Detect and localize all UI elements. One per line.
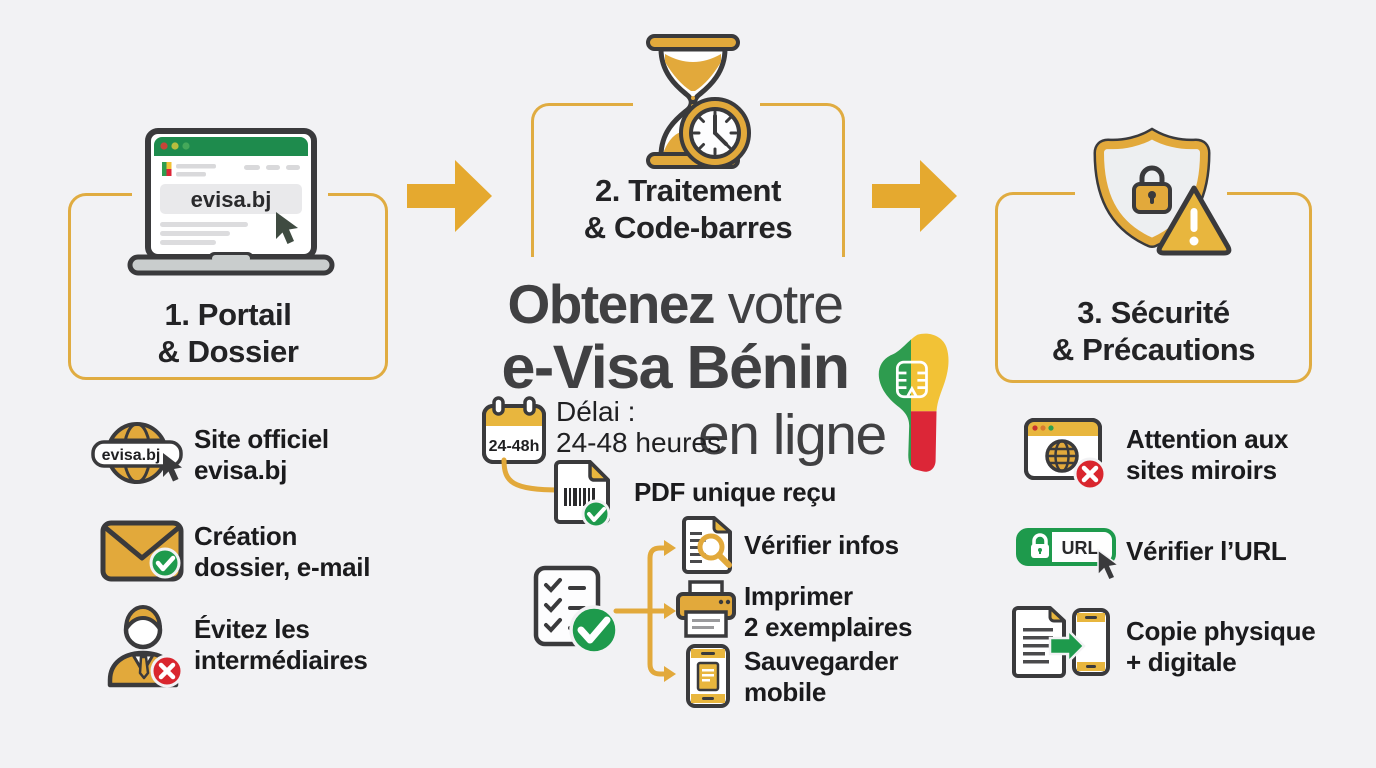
miroirs-line2: sites miroirs	[1126, 455, 1277, 485]
laptop-url-text: evisa.bj	[191, 187, 272, 212]
connector-line	[501, 457, 563, 493]
copy-doc-phone-icon	[1012, 606, 1110, 678]
step2-line1: 2. Traitement	[594, 173, 782, 208]
hourglass-clock-icon	[646, 34, 751, 169]
delay-line2: 24-48 heures	[556, 427, 722, 458]
step2-line2: & Code-barres	[583, 210, 793, 245]
pdf-item-text: PDF unique reçu	[634, 477, 837, 507]
delay-text: Délai : 24-48 heures	[556, 396, 721, 458]
url-label-text: URL	[1062, 538, 1099, 558]
mirror-site-icon	[1024, 418, 1107, 491]
print-line2: 2 exemplaires	[744, 612, 913, 642]
step3-line2: & Précautions	[1051, 332, 1256, 367]
step1-label: 1. Portail & Dossier	[68, 296, 388, 370]
miroirs-line1: Attention aux	[1126, 424, 1289, 454]
globe-evisa-icon: evisa.bj	[91, 422, 183, 484]
print-line1: Imprimer	[744, 581, 853, 611]
person-no-icon	[107, 605, 184, 688]
arrow-right-icon	[407, 160, 492, 232]
globe-pill-text: evisa.bj	[102, 447, 161, 464]
print-item-text: Imprimer 2 exemplaires	[744, 581, 912, 643]
evitez-line2: intermédiaires	[194, 645, 368, 675]
copie-line2: + digitale	[1126, 647, 1237, 677]
magnifier-icon	[697, 533, 725, 561]
save-item-text: Sauvegarder mobile	[744, 646, 899, 708]
calendar-badge-text: 24-48h	[489, 438, 540, 455]
site-line1: Site officiel	[194, 424, 329, 454]
creation-line1: Création	[194, 521, 298, 551]
step2-label: 2. Traitement & Code-barres	[531, 172, 845, 246]
evitez-text: Évitez les intermédiaires	[194, 614, 368, 676]
save-line1: Sauvegarder	[744, 646, 899, 676]
step1-line1: 1. Portail	[164, 297, 292, 332]
checklist-icon	[533, 565, 619, 655]
title-votre: votre	[713, 273, 844, 335]
miroirs-text: Attention aux sites miroirs	[1126, 424, 1289, 486]
check-badge-icon	[149, 547, 181, 579]
cursor-icon	[1097, 548, 1121, 581]
cursor-icon	[276, 212, 298, 244]
benin-map-chip-icon	[878, 333, 949, 472]
cursor-icon	[163, 453, 182, 482]
title-obtenez: Obtenez	[507, 273, 715, 335]
copie-text: Copie physique + digitale	[1126, 616, 1316, 678]
mobile-phone-icon	[686, 644, 730, 708]
site-officiel-text: Site officiel evisa.bj	[194, 424, 329, 486]
step3-line1: 3. Sécurité	[1077, 295, 1230, 330]
arrow-right-icon	[872, 160, 957, 232]
url-bar-icon: URL	[1016, 528, 1121, 581]
verify-item-text: Vérifier infos	[744, 530, 899, 560]
printer-icon	[676, 580, 736, 638]
shield-lock-warning-icon	[1093, 127, 1232, 256]
creation-line2: dossier, e-mail	[194, 552, 371, 582]
envelope-check-icon	[100, 520, 184, 582]
copie-line1: Copie physique	[1126, 616, 1316, 646]
green-arrow-icon	[1048, 626, 1086, 666]
main-title-line3: en ligne	[698, 403, 887, 467]
verify-document-icon	[682, 516, 732, 574]
pdf-barcode-icon	[554, 460, 611, 529]
main-title-line1: Obtenez votre	[415, 272, 935, 336]
main-title-line2: e-Visa Bénin	[501, 333, 850, 401]
creation-dossier-text: Création dossier, e-mail	[194, 521, 370, 583]
step1-line2: & Dossier	[157, 334, 299, 369]
site-line2: evisa.bj	[194, 455, 287, 485]
check-badge-icon	[581, 499, 611, 529]
laptop-browser-icon: evisa.bj	[127, 128, 335, 276]
delay-line1: Délai :	[556, 396, 636, 427]
save-line2: mobile	[744, 677, 826, 707]
evitez-line1: Évitez les	[194, 614, 310, 644]
calendar-icon: 24-48h	[482, 396, 546, 464]
branch-arrows	[613, 540, 676, 682]
step3-label: 3. Sécurité & Précautions	[995, 294, 1312, 368]
verifier-url-text: Vérifier l’URL	[1126, 536, 1287, 566]
